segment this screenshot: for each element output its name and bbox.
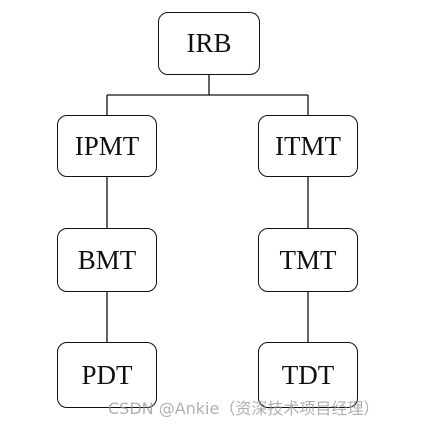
node-ipmt: IPMT — [57, 115, 157, 177]
node-bmt: BMT — [57, 228, 157, 292]
node-irb: IRB — [158, 12, 260, 75]
watermark-text: CSDN @Ankie（资深技术项目经理） — [108, 399, 380, 418]
node-tmt: TMT — [258, 228, 358, 292]
node-itmt: ITMT — [258, 115, 358, 177]
node-tdt: TDT — [258, 342, 358, 408]
node-pdt: PDT — [57, 342, 157, 408]
